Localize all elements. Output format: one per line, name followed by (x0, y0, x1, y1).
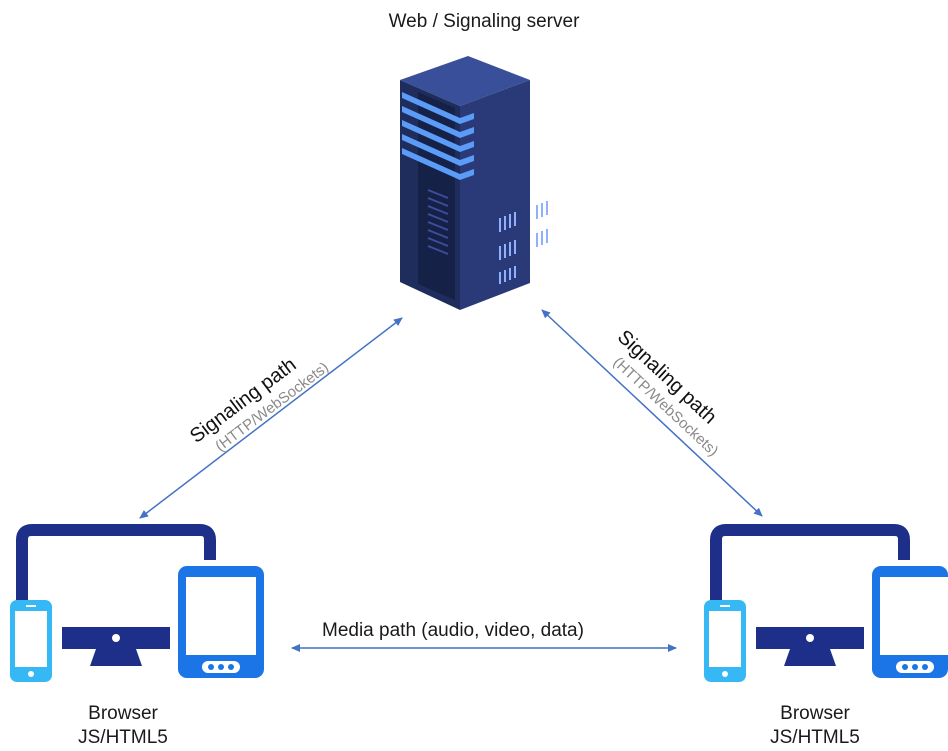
browser-label-left: Browser JS/HTML5 (53, 702, 193, 750)
devices-icon (10, 524, 264, 682)
devices-icon (704, 524, 948, 682)
browser-tech: JS/HTML5 (770, 726, 860, 748)
server-icon (400, 56, 548, 310)
browser-label-right: Browser JS/HTML5 (745, 702, 885, 750)
server-title: Web / Signaling server (388, 11, 580, 32)
browser-tech: JS/HTML5 (78, 726, 168, 748)
server-vents-side (499, 201, 548, 284)
signaling-arrow-left (139, 317, 403, 519)
server-lights (402, 92, 474, 180)
browser-name: Browser (88, 703, 158, 724)
signaling-arrow-right (541, 309, 763, 517)
browser-name: Browser (780, 703, 850, 724)
media-path-label: Media path (audio, video, data) (322, 620, 584, 641)
server-vents-front (427, 189, 449, 255)
